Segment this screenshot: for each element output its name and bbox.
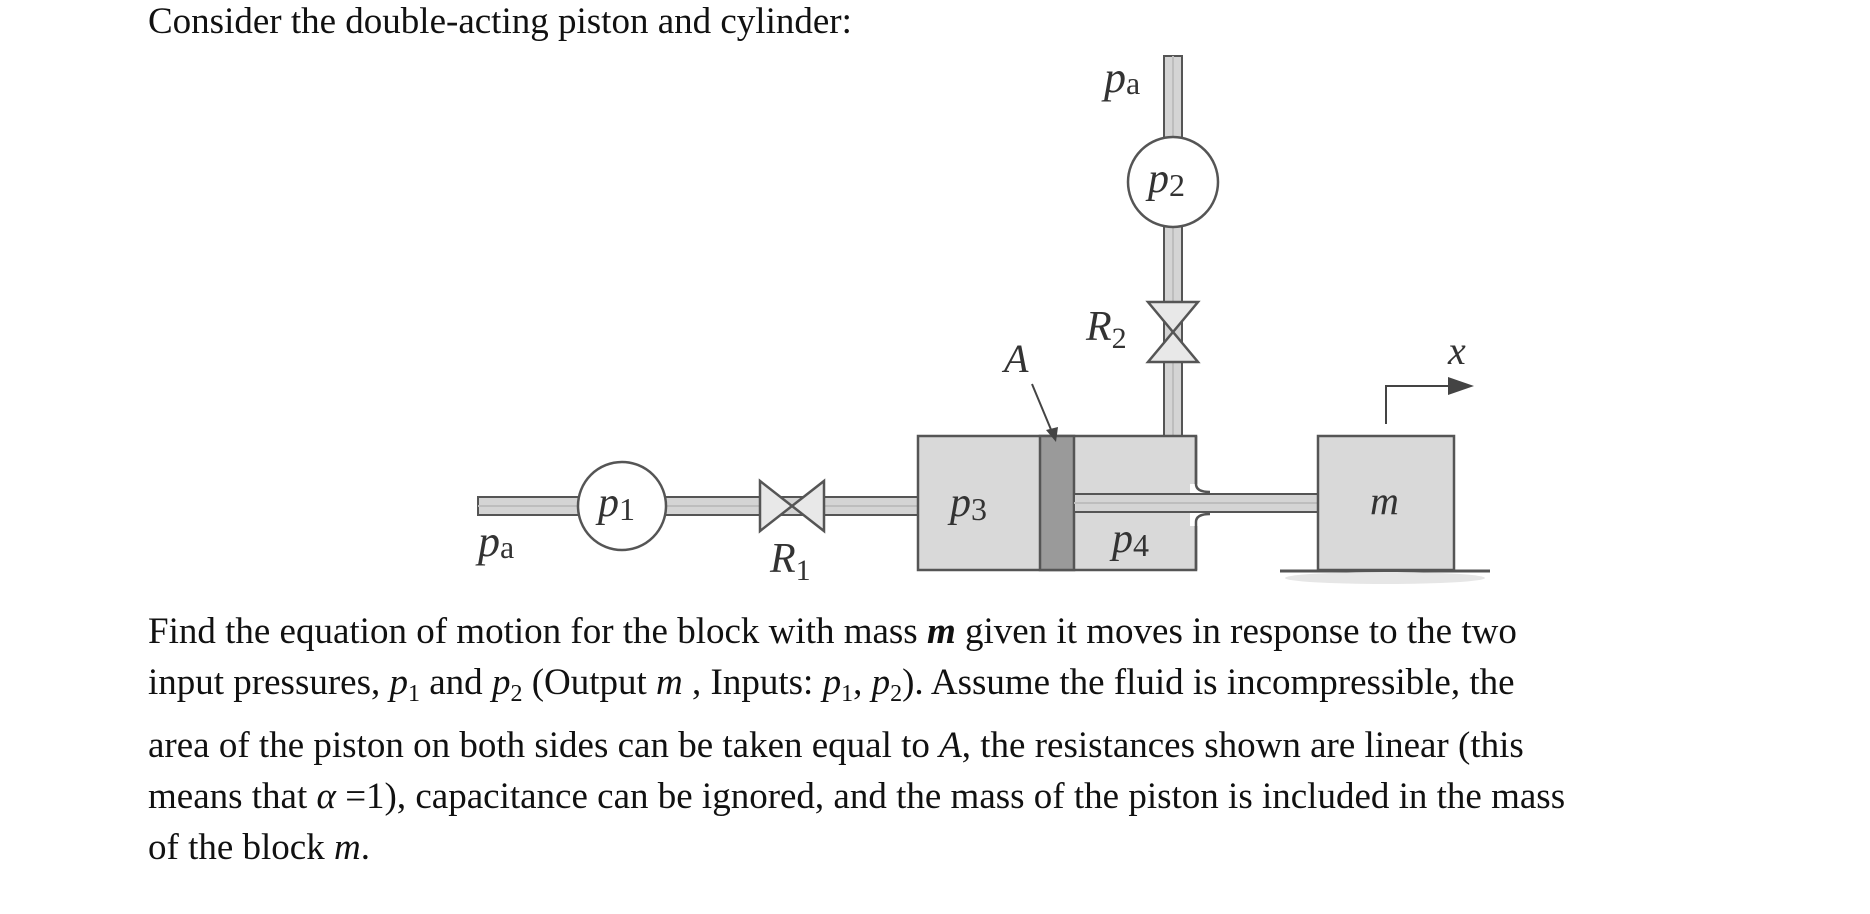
ground — [1280, 569, 1490, 584]
question-line-5: of the block m. — [148, 827, 370, 868]
p4-label: p4 — [1109, 516, 1149, 563]
intro-text: Consider the double-acting piston and cy… — [148, 1, 852, 42]
p3-label: p3 — [947, 480, 987, 527]
piston-rod — [1073, 493, 1319, 513]
a-label: A — [1001, 336, 1029, 381]
question-line-4: means that α =1), capacitance can be ign… — [148, 776, 1566, 817]
p1-label: p1 — [595, 480, 635, 527]
m-label: m — [1370, 478, 1399, 523]
area-pointer-arrow-icon — [1031, 383, 1058, 442]
x-label: x — [1447, 328, 1466, 373]
p2-label: p2 — [1145, 156, 1185, 203]
r2-valve-icon — [1145, 300, 1201, 364]
mass-block — [1316, 434, 1456, 572]
r2-label: R2 — [1085, 304, 1127, 355]
piston — [1038, 434, 1076, 572]
input-pipe — [477, 496, 919, 516]
pa-top-label: pa — [1101, 53, 1140, 102]
question-line-3: area of the piston on both sides can be … — [148, 725, 1524, 766]
pa-left-label: pa — [475, 517, 514, 566]
x-direction-arrow-icon — [1385, 377, 1474, 424]
p1-gauge-icon — [576, 460, 668, 552]
piston-cylinder-diagram: pa p2 R2 A x p1 p3 p4 m pa R1 — [475, 53, 1490, 587]
question-line-2: input pressures, p1 and p2 (Output m , I… — [148, 662, 1515, 707]
question-text: Find the equation of motion for the bloc… — [148, 606, 1848, 873]
question-line-1: Find the equation of motion for the bloc… — [148, 611, 1517, 652]
p2-gauge-icon — [1126, 135, 1220, 229]
r1-label: R1 — [769, 536, 811, 587]
r1-valve-icon — [758, 478, 826, 534]
vertical-pipe — [1163, 55, 1183, 437]
